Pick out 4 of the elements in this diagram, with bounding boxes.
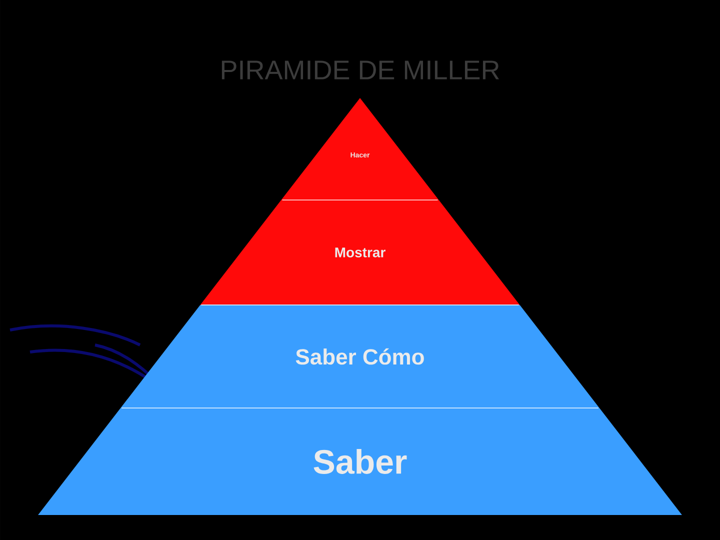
pyramid-tier: Saber	[38, 408, 682, 515]
title: PIRAMIDE DE MILLER	[222, 60, 499, 80]
pyramid-tier: Saber Cómo	[120, 304, 600, 408]
node-label: Saber Cómo	[296, 348, 424, 365]
